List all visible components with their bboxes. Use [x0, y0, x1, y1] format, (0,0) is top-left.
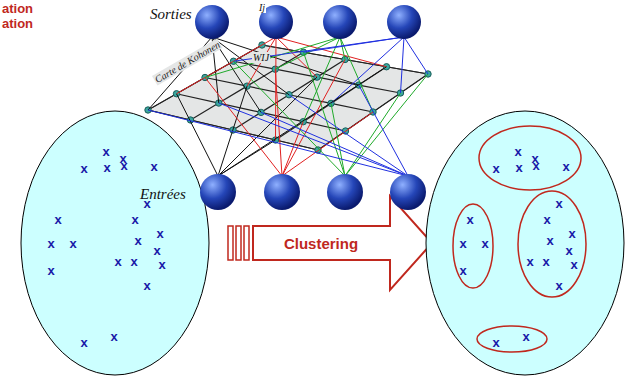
data-point: x	[555, 278, 562, 293]
data-point: x	[47, 236, 54, 251]
data-point: x	[150, 159, 157, 174]
heading-fragment: ation	[2, 1, 33, 16]
data-point: x	[80, 335, 87, 350]
data-point: x	[492, 161, 499, 176]
data-point: x	[102, 144, 109, 159]
clustering-arrow: Clustering	[226, 193, 434, 293]
data-point: x	[130, 254, 137, 269]
data-point: x	[110, 329, 117, 344]
data-point: x	[481, 236, 488, 251]
data-point: x	[532, 158, 539, 173]
input-neuron	[200, 174, 236, 210]
weight-symbol: WIJ	[252, 52, 270, 63]
data-point: x	[562, 159, 569, 174]
input-neuron	[264, 174, 300, 210]
data-point: x	[156, 226, 163, 241]
data-point: x	[543, 212, 550, 227]
data-point: x	[555, 196, 562, 211]
output-neuron	[195, 5, 229, 39]
weight-link	[401, 37, 405, 93]
data-point: x	[565, 243, 572, 258]
input-link	[218, 67, 387, 176]
weight-link	[247, 37, 276, 86]
layer-label: Sorties	[150, 6, 192, 23]
input-neuron	[390, 174, 426, 210]
input-link	[234, 61, 346, 176]
data-point: x	[459, 236, 466, 251]
ellipse-outline	[476, 325, 548, 353]
cluster-ellipse: xxxxxxxxx	[517, 190, 587, 298]
input-link	[359, 85, 408, 176]
data-point: x	[54, 212, 61, 227]
weight-link	[212, 37, 289, 95]
input-link	[304, 52, 346, 176]
heading-fragment: ation	[2, 16, 33, 31]
ellipse-outline	[478, 125, 582, 191]
layer-label: Entrées	[140, 186, 186, 203]
data-point: x	[114, 254, 121, 269]
weight-link	[340, 37, 345, 60]
data-point: x	[515, 160, 522, 175]
input-link	[282, 60, 345, 177]
output-neuron	[323, 5, 357, 39]
data-point: x	[103, 160, 110, 175]
cluster-ellipse: xxxxxx	[478, 125, 582, 191]
input-link	[345, 93, 401, 176]
input-link	[218, 140, 276, 176]
input-link	[218, 77, 317, 176]
data-point: x	[158, 257, 165, 272]
input-link	[205, 78, 282, 177]
data-point: x	[131, 212, 138, 227]
data-point: x	[120, 158, 127, 173]
data-point: x	[69, 236, 76, 251]
input-link	[331, 103, 345, 176]
data-point: x	[153, 243, 160, 258]
data-space: xxxxxxxxxxxxxxxxxxxxx	[425, 110, 625, 376]
data-point: x	[546, 233, 553, 248]
data-point: x	[492, 335, 499, 350]
data-space: xxxxxxxxxxxxxxxxxxxxx	[20, 110, 210, 376]
data-point: x	[143, 278, 150, 293]
input-neuron	[327, 174, 363, 210]
input-link	[261, 112, 408, 176]
cluster-ellipse: xx	[476, 325, 548, 353]
data-point: x	[568, 226, 575, 241]
arrow-label: Clustering	[284, 235, 358, 252]
data-point: x	[542, 254, 549, 269]
data-point: x	[522, 329, 529, 344]
weight-link	[304, 37, 405, 52]
data-point: x	[570, 257, 577, 272]
weight-link	[404, 37, 428, 74]
data-point: x	[526, 254, 533, 269]
data-point: x	[466, 212, 473, 227]
input-link	[275, 69, 282, 176]
cluster-ellipse: xxxx	[452, 203, 494, 289]
data-point: x	[134, 233, 141, 248]
output-symbol: Ij	[258, 2, 266, 13]
data-point: x	[47, 263, 54, 278]
weight-link	[205, 37, 340, 78]
output-neuron	[387, 5, 421, 39]
input-link	[219, 103, 408, 176]
data-point: x	[80, 161, 87, 176]
data-point: x	[459, 263, 466, 278]
data-point: x	[514, 144, 521, 159]
weight-link	[340, 37, 373, 112]
weight-link	[331, 37, 404, 103]
input-link	[345, 74, 428, 176]
input-link	[289, 95, 408, 176]
